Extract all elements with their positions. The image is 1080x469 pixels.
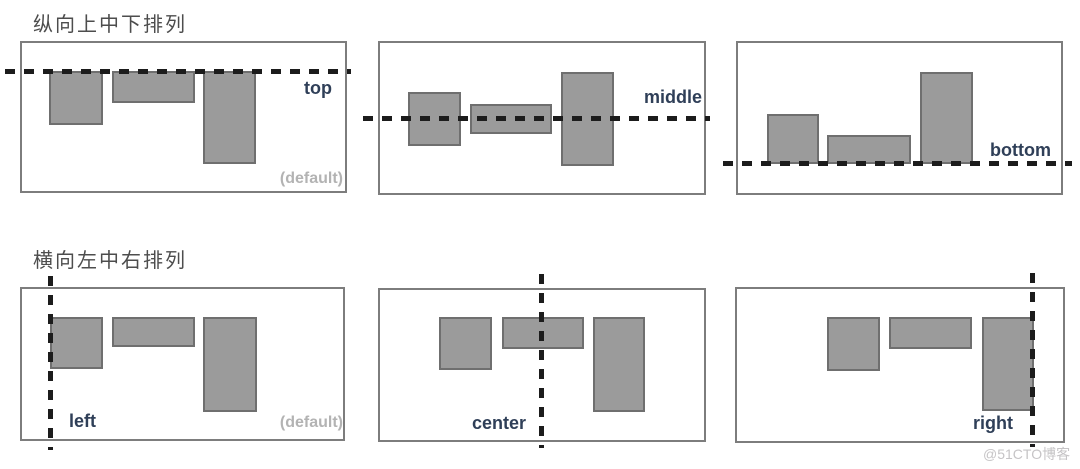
- item-box: [50, 317, 103, 369]
- item-box: [49, 71, 103, 125]
- left-align-line: [48, 276, 53, 450]
- label-center: center: [471, 413, 526, 433]
- note-default-top: (default): [279, 170, 343, 187]
- bottom-align-line: [723, 161, 1072, 166]
- label-right: right: [973, 413, 1013, 433]
- item-box: [203, 71, 256, 164]
- note-default-left: (default): [279, 414, 343, 431]
- item-box: [112, 317, 195, 347]
- right-align-line: [1030, 273, 1035, 447]
- item-box: [982, 317, 1034, 411]
- label-middle: middle: [643, 87, 702, 107]
- watermark: @51CTO博客: [983, 446, 1071, 462]
- label-top: top: [304, 78, 332, 98]
- item-box: [767, 114, 819, 164]
- item-box: [203, 317, 257, 412]
- item-box: [920, 72, 973, 164]
- label-left: left: [69, 411, 96, 431]
- middle-align-line: [363, 116, 710, 121]
- item-box: [439, 317, 492, 370]
- panel-bottom-align: [736, 41, 1063, 195]
- center-align-line: [539, 274, 544, 448]
- item-box: [889, 317, 972, 349]
- top-align-line: [5, 69, 351, 74]
- item-box: [593, 317, 645, 412]
- item-box: [112, 71, 195, 103]
- label-bottom: bottom: [990, 140, 1051, 160]
- item-box: [827, 317, 880, 371]
- vertical-section-title: 纵向上中下排列: [33, 14, 187, 36]
- item-box: [827, 135, 911, 164]
- horizontal-section-title: 横向左中右排列: [33, 250, 187, 272]
